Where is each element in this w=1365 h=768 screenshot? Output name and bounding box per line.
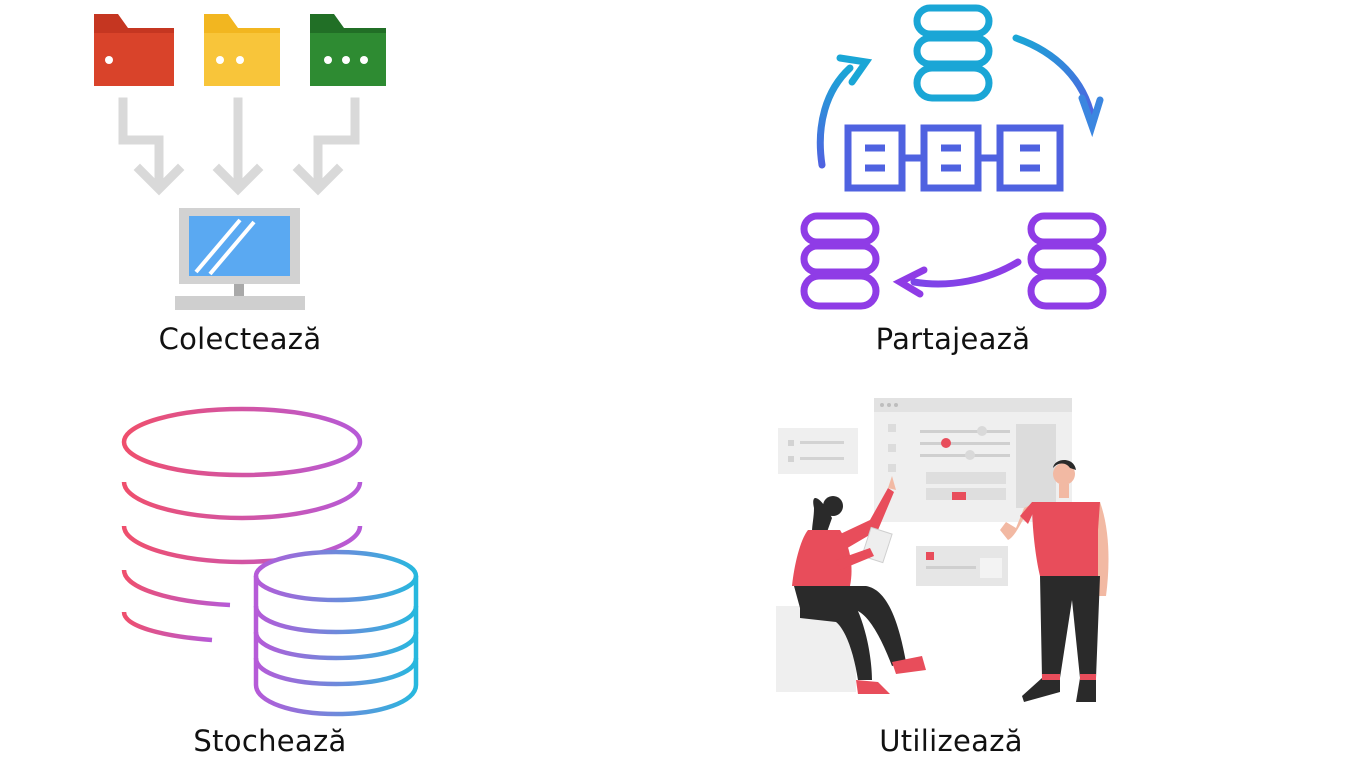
collect-label: Colectează bbox=[158, 322, 322, 356]
database-icon-bottom-left bbox=[800, 212, 880, 310]
database-small bbox=[253, 549, 419, 717]
folder-green-icon bbox=[310, 14, 386, 86]
folder-red-icon bbox=[94, 14, 174, 86]
share-label: Partajează bbox=[875, 322, 1031, 356]
collect-illustration bbox=[94, 14, 386, 310]
store-panel: Stochează bbox=[0, 380, 480, 768]
side-card bbox=[778, 428, 858, 474]
use-panel: Utilizează bbox=[770, 390, 1130, 768]
database-large bbox=[121, 406, 363, 643]
share-panel: Partajează bbox=[780, 0, 1140, 370]
database-stack-icon bbox=[121, 406, 419, 717]
cycle-arrow-icon bbox=[816, 34, 1104, 298]
database-icon-bottom-right bbox=[1027, 212, 1107, 310]
network-nodes-icon bbox=[844, 124, 1064, 192]
people-dashboard-illustration bbox=[776, 398, 1109, 702]
dashboard-window bbox=[874, 398, 1072, 522]
floating-card bbox=[916, 546, 1008, 586]
share-illustration bbox=[800, 4, 1107, 310]
folder-yellow-icon bbox=[204, 14, 280, 86]
database-icon bbox=[913, 4, 993, 102]
store-label: Stochează bbox=[193, 724, 347, 758]
arrow-down-icon bbox=[118, 97, 360, 196]
woman-figure bbox=[792, 476, 926, 694]
monitor-icon bbox=[175, 208, 305, 310]
use-label: Utilizează bbox=[879, 724, 1023, 758]
collect-panel: Colectează bbox=[0, 0, 480, 370]
man-figure bbox=[1000, 460, 1109, 702]
